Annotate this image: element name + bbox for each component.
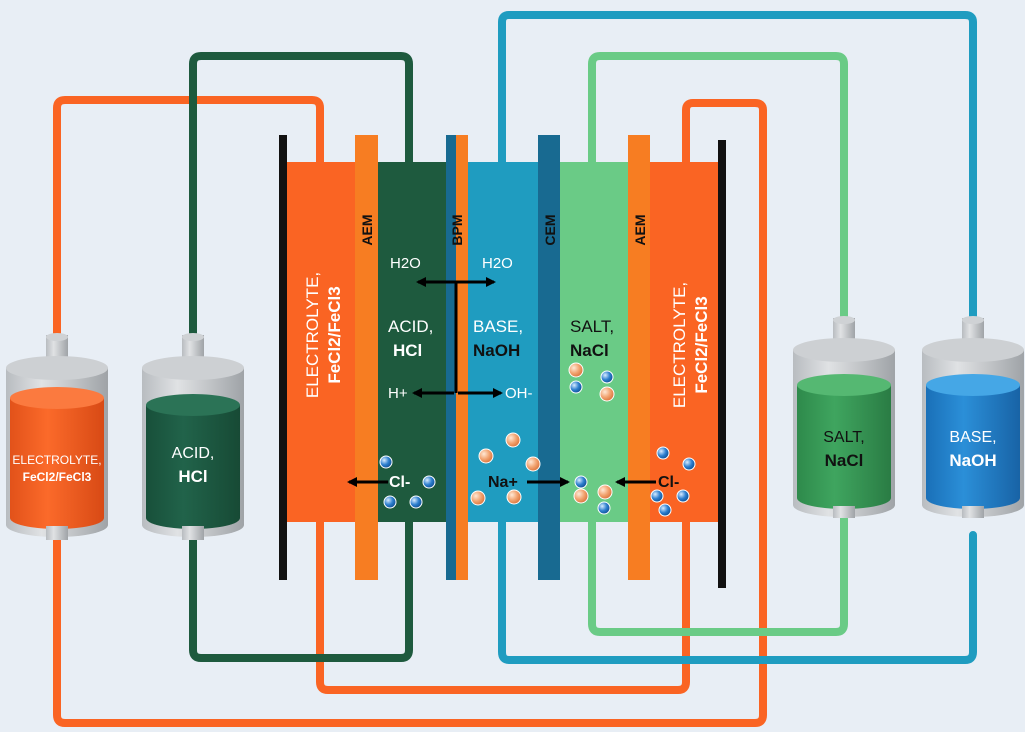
cell-stack [279, 135, 726, 588]
salt-label-line1: SALT, [570, 317, 614, 336]
membrane-label-aem-left: AEM [359, 214, 375, 245]
cl-ion [650, 489, 664, 503]
tank-base-line2: NaOH [949, 451, 996, 470]
membrane-label-cem: CEM [542, 214, 558, 245]
tank-acid: ACID, HCl [142, 333, 244, 540]
electrolyte-left-line1: ELECTROLYTE, [303, 272, 322, 398]
membrane-bpm-right [456, 135, 468, 580]
cl-ion [574, 475, 588, 489]
reaction-arrows: H2O H2O H+ OH- Cl- Na+ Cl- [347, 255, 679, 491]
base-label-line2: NaOH [473, 341, 520, 360]
membrane-label-aem-right: AEM [632, 214, 648, 245]
cl-ion [658, 503, 672, 517]
cl-ion [409, 495, 423, 509]
na-ion [470, 490, 486, 506]
cl-ion [656, 446, 670, 460]
pipe-salt [588, 52, 848, 636]
acid-label-line1: ACID, [388, 317, 433, 336]
electrode-left [279, 135, 287, 580]
pipe-electrolyte-outer [53, 96, 767, 727]
cl-ion [682, 457, 696, 471]
tank-salt-line1: SALT, [823, 429, 865, 446]
membrane-label-bpm: BPM [449, 214, 465, 245]
pipe-base [498, 11, 977, 664]
na-ion [573, 488, 589, 504]
cl-ion [569, 380, 583, 394]
na-ion [506, 489, 522, 505]
cl-ion [379, 455, 393, 469]
base-label-line1: BASE, [473, 317, 523, 336]
electrode-right [718, 140, 726, 588]
tank-salt: SALT, NaCl [793, 316, 895, 518]
membrane-cem [538, 135, 560, 580]
membrane-aem-left [355, 135, 378, 580]
membrane-bpm-left [446, 135, 456, 580]
na-ion [505, 432, 521, 448]
cl-minus-left-label: Cl- [389, 474, 410, 491]
membrane-aem-right [628, 135, 650, 580]
h2o-left-label: H2O [390, 255, 421, 272]
pipes [53, 11, 977, 727]
tank-acid-line1: ACID, [172, 445, 215, 462]
electrolyte-left-line2: FeCl2/FeCl3 [325, 286, 344, 383]
tank-electrolyte-line1: ELECTROLYTE, [12, 453, 101, 467]
cl-ion [597, 501, 611, 515]
cl-ion [676, 489, 690, 503]
tank-electrolyte: ELECTROLYTE, FeCl2/FeCl3 [6, 333, 108, 540]
tank-electrolyte-line2: FeCl2/FeCl3 [23, 470, 92, 484]
cl-ion [422, 475, 436, 489]
na-plus-label: Na+ [488, 474, 518, 491]
oh-minus-label: OH- [505, 385, 533, 402]
na-ion [525, 456, 541, 472]
na-ion [597, 484, 613, 500]
na-ion [478, 448, 494, 464]
cl-ion [600, 370, 614, 384]
tank-salt-line2: NaCl [825, 451, 864, 470]
tank-base: BASE, NaOH [922, 316, 1024, 518]
salt-label-line2: NaCl [570, 341, 609, 360]
na-ion [568, 362, 584, 378]
electrolyte-right-line2: FeCl2/FeCl3 [692, 296, 711, 393]
acid-label-line2: HCl [393, 341, 422, 360]
compartment-electrolyte-left [287, 162, 357, 522]
tank-acid-line2: HCl [178, 467, 207, 486]
electrolyte-right-line1: ELECTROLYTE, [670, 282, 689, 408]
ion-particles [379, 362, 696, 517]
h2o-right-label: H2O [482, 255, 513, 272]
pipe-acid [189, 52, 413, 662]
compartment-salt [560, 162, 630, 522]
na-ion [599, 386, 615, 402]
h-plus-label: H+ [388, 385, 408, 402]
pipe-electrolyte-inner [316, 518, 690, 694]
cl-minus-right-label: Cl- [658, 474, 679, 491]
tank-base-line1: BASE, [949, 429, 996, 446]
cl-ion [383, 495, 397, 509]
